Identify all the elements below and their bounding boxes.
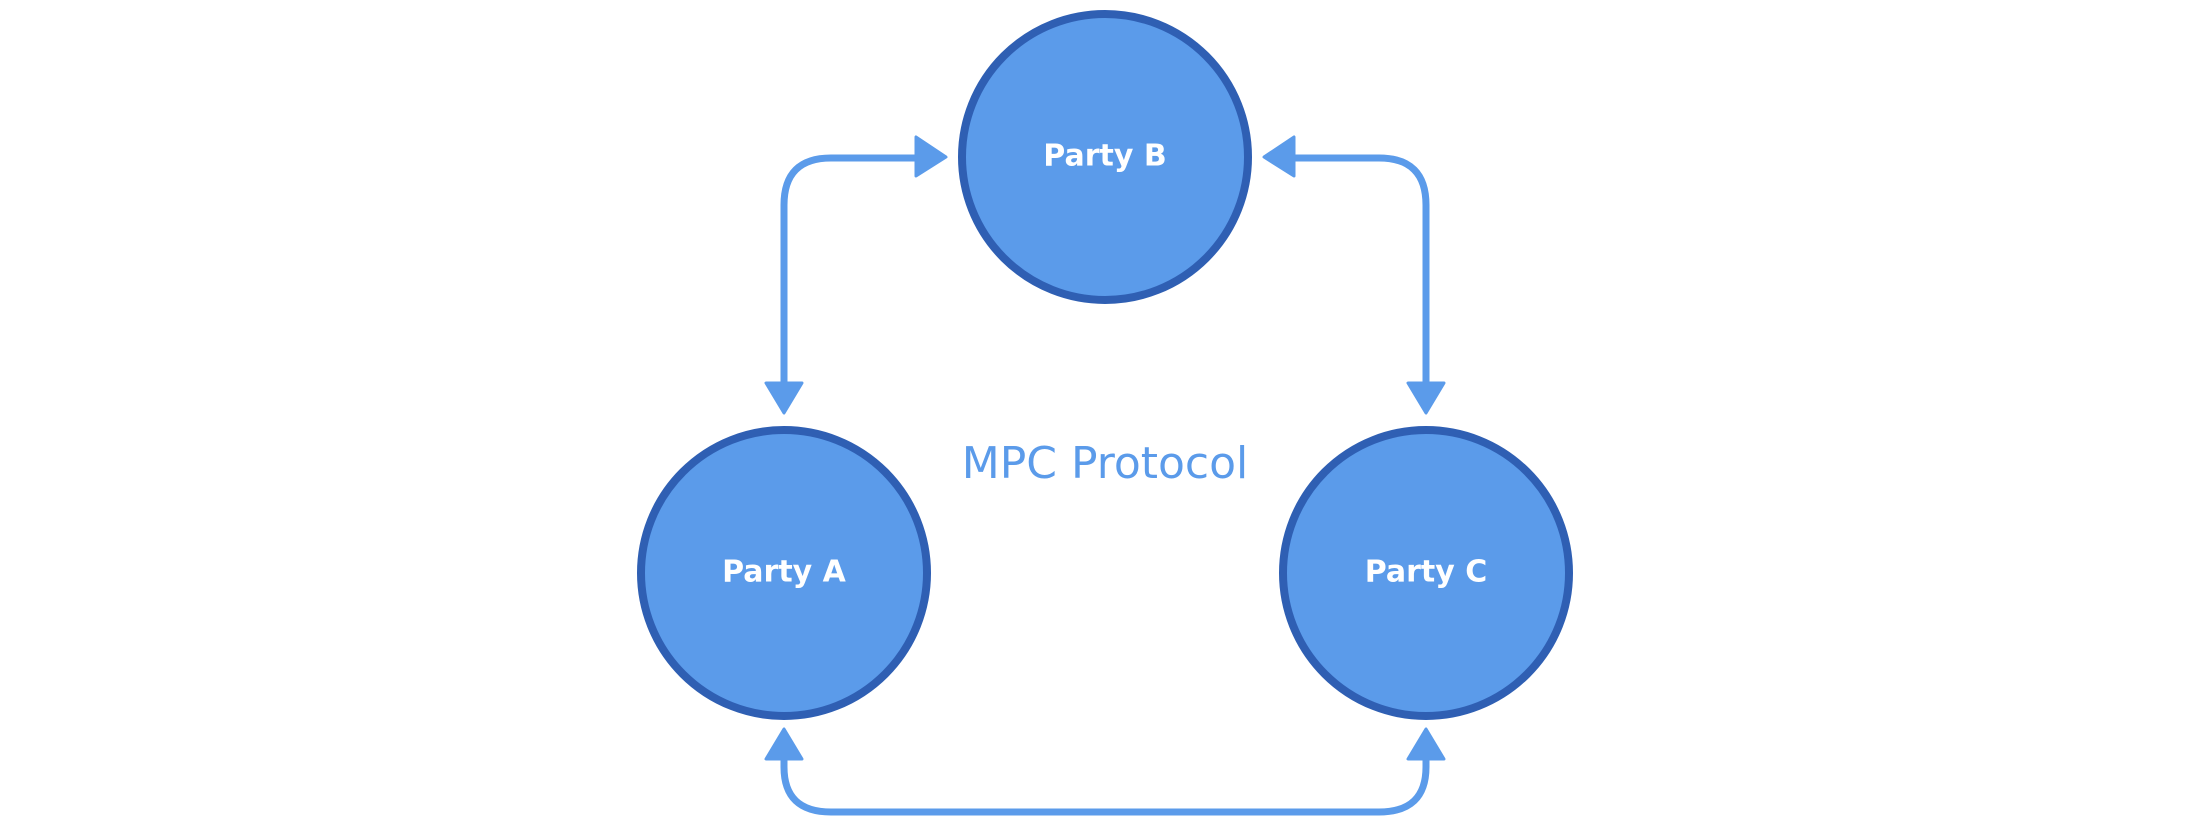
- connector-a-c: [764, 727, 1446, 816]
- connector-a-b-line: [780, 154, 919, 394]
- party-b-circle: [958, 10, 1252, 304]
- arrowhead-to-party-b: [914, 135, 948, 178]
- connector-b-c: [1262, 135, 1446, 415]
- arrowhead-to-party-b-right: [1262, 135, 1296, 178]
- party-b-node: Party B: [958, 10, 1252, 304]
- connector-a-b: [764, 135, 948, 415]
- party-a-label: Party A: [722, 555, 847, 590]
- party-c-node: Party C: [1279, 426, 1573, 720]
- connector-a-c-line: [780, 752, 1430, 816]
- party-a-circle: [637, 426, 931, 720]
- arrowhead-to-party-a-bottom: [764, 727, 804, 761]
- party-a-node: Party A: [637, 426, 931, 720]
- party-c-circle: [1279, 426, 1573, 720]
- arrowhead-to-party-c-bottom: [1406, 727, 1446, 761]
- protocol-label: MPC Protocol: [962, 438, 1249, 489]
- connector-b-c-line: [1291, 154, 1430, 394]
- party-b-label: Party B: [1043, 139, 1166, 174]
- arrowhead-to-party-a: [764, 381, 804, 415]
- party-c-label: Party C: [1365, 555, 1488, 590]
- arrowhead-to-party-c: [1406, 381, 1446, 415]
